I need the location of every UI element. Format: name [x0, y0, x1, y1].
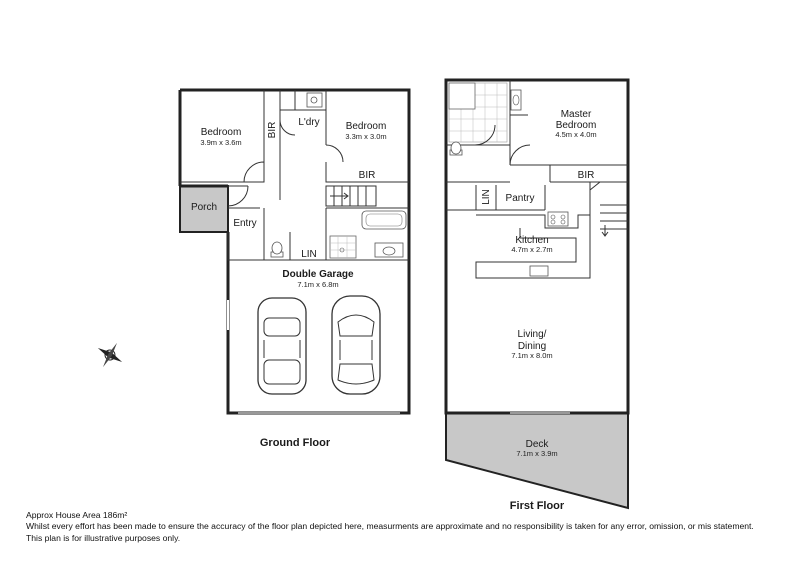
ground-floor-title: Ground Floor [260, 437, 331, 449]
master-bedroom-size: 4.5m x 4.0m [555, 130, 596, 139]
shower-icon [448, 82, 508, 143]
lin-label: LIN [301, 249, 317, 260]
living-label-1: Living/ [518, 329, 547, 340]
cooktop [547, 211, 569, 227]
bedroom-1-size: 3.9m x 3.6m [200, 138, 241, 147]
first-floor-title: First Floor [510, 500, 565, 512]
pantry-label: Pantry [506, 193, 535, 204]
door-swing-icon [474, 124, 496, 146]
deck-area [445, 412, 629, 510]
garage-size: 7.1m x 6.8m [297, 280, 338, 289]
master-bedroom-label-2: Bedroom [556, 120, 597, 131]
bir-1-label: BIR [267, 122, 278, 139]
living-size: 7.1m x 8.0m [511, 351, 552, 360]
car-icon [331, 295, 381, 395]
bedroom-1-label: Bedroom [201, 127, 242, 138]
stairs-icon [589, 181, 628, 240]
garage-label: Double Garage [282, 269, 354, 280]
basin-icon [306, 92, 323, 108]
house-area: Approx House Area 186m² [26, 510, 128, 520]
toilet-icon [449, 141, 463, 156]
door-swing-icon [509, 144, 531, 166]
stairs-icon [325, 185, 377, 207]
footer: Approx House Area 186m² Whilst every eff… [26, 510, 754, 544]
living-label-2: Dining [518, 341, 546, 352]
first-floor: Master Bedroom 4.5m x 4.0m BIR LIN Pantr… [444, 78, 630, 512]
shower-icon [329, 235, 357, 259]
toilet-icon [270, 241, 284, 258]
entry-label: Entry [233, 218, 256, 229]
porch-label: Porch [191, 202, 217, 213]
lin-first-floor-label: LIN [481, 189, 492, 205]
porch-area [179, 185, 229, 233]
bir-first-floor-label: BIR [578, 170, 595, 181]
deck-size: 7.1m x 3.9m [516, 449, 557, 458]
bir-2-label: BIR [359, 170, 376, 181]
bedroom-2-label: Bedroom [346, 121, 387, 132]
disclaimer: Whilst every effort has been made to ens… [26, 521, 754, 532]
bedroom-2-size: 3.3m x 3.0m [345, 132, 386, 141]
sink-icon [529, 265, 549, 277]
door-swing-icon [243, 161, 265, 183]
door-swing-icon [325, 144, 344, 163]
master-bedroom-label-1: Master [561, 109, 592, 120]
car-icon [257, 297, 307, 395]
basin-icon [374, 242, 404, 258]
illustrative-note: This plan is for illustrative purposes o… [26, 532, 181, 543]
compass-icon [97, 342, 123, 368]
ground-floor: Bedroom 3.9m x 3.6m BIR L'dry Bedroom 3.… [178, 88, 411, 449]
basin-icon [510, 89, 522, 111]
deck-label: Deck [526, 439, 550, 450]
door-swing-icon [279, 119, 296, 136]
kitchen-label: Kitchen [515, 235, 548, 246]
laundry-label: L'dry [298, 117, 319, 128]
kitchen-size: 4.7m x 2.7m [511, 245, 552, 254]
bath-icon [361, 210, 407, 230]
door-swing-icon [227, 185, 249, 207]
